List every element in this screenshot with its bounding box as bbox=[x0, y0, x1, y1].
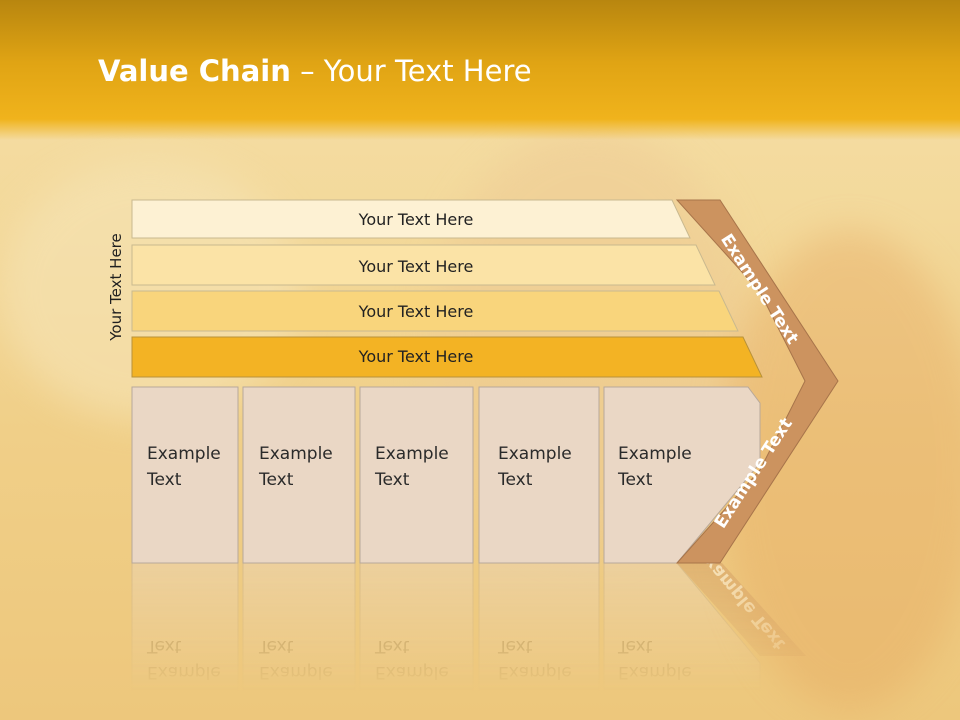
box-2 bbox=[242, 386, 356, 564]
bar-1 bbox=[131, 199, 691, 239]
reflection-box-4 bbox=[478, 562, 600, 720]
reflection-box-3-line2: Text bbox=[374, 636, 410, 656]
title-bold: Value Chain bbox=[98, 54, 291, 88]
reflection-box-2 bbox=[242, 562, 356, 720]
reflection-box-5-line2: Text bbox=[617, 636, 653, 656]
bars-group: Your Text Here Your Text Here Your Text … bbox=[131, 199, 763, 378]
reflection-box-3-line1: Example bbox=[375, 662, 449, 682]
box-3-line1: Example bbox=[375, 444, 449, 464]
bar-4 bbox=[131, 336, 763, 378]
bar-2 bbox=[131, 244, 716, 286]
box-4 bbox=[478, 386, 600, 564]
box-4-line1: Example bbox=[498, 444, 572, 464]
box-2-line2: Text bbox=[258, 470, 294, 490]
box-5-line2: Text bbox=[617, 470, 653, 490]
bar-1-label: Your Text Here bbox=[358, 210, 474, 229]
bar-4-label: Your Text Here bbox=[358, 347, 474, 366]
reflection-box-1-line1: Example bbox=[147, 662, 221, 682]
box-5-line1: Example bbox=[618, 444, 692, 464]
title-bar bbox=[0, 0, 960, 140]
bar-2-label: Your Text Here bbox=[358, 257, 474, 276]
box-1-line2: Text bbox=[146, 470, 182, 490]
reflection-box-4-line1: Example bbox=[498, 662, 572, 682]
box-3-line2: Text bbox=[374, 470, 410, 490]
reflection-box-5-line1: Example bbox=[618, 662, 692, 682]
reflection-box-1-line2: Text bbox=[146, 636, 182, 656]
box-1-line1: Example bbox=[147, 444, 221, 464]
box-4-line2: Text bbox=[497, 470, 533, 490]
box-3 bbox=[359, 386, 474, 564]
reflection-box-2-line2: Text bbox=[258, 636, 294, 656]
boxes-group: Example Text Example Text Example Text E… bbox=[131, 386, 761, 564]
box-2-line1: Example bbox=[259, 444, 333, 464]
reflection-box-4-line2: Text bbox=[497, 636, 533, 656]
bar-3 bbox=[131, 290, 739, 332]
slide-title: Value Chain – Your Text Here bbox=[98, 54, 532, 88]
bar-3-label: Your Text Here bbox=[358, 302, 474, 321]
box-1 bbox=[131, 386, 239, 564]
box-5 bbox=[603, 386, 761, 564]
chevron-arrow bbox=[675, 199, 839, 564]
reflection-box-2-line1: Example bbox=[259, 662, 333, 682]
reflection-box-3 bbox=[359, 562, 474, 720]
title-rest: – Your Text Here bbox=[290, 54, 532, 88]
